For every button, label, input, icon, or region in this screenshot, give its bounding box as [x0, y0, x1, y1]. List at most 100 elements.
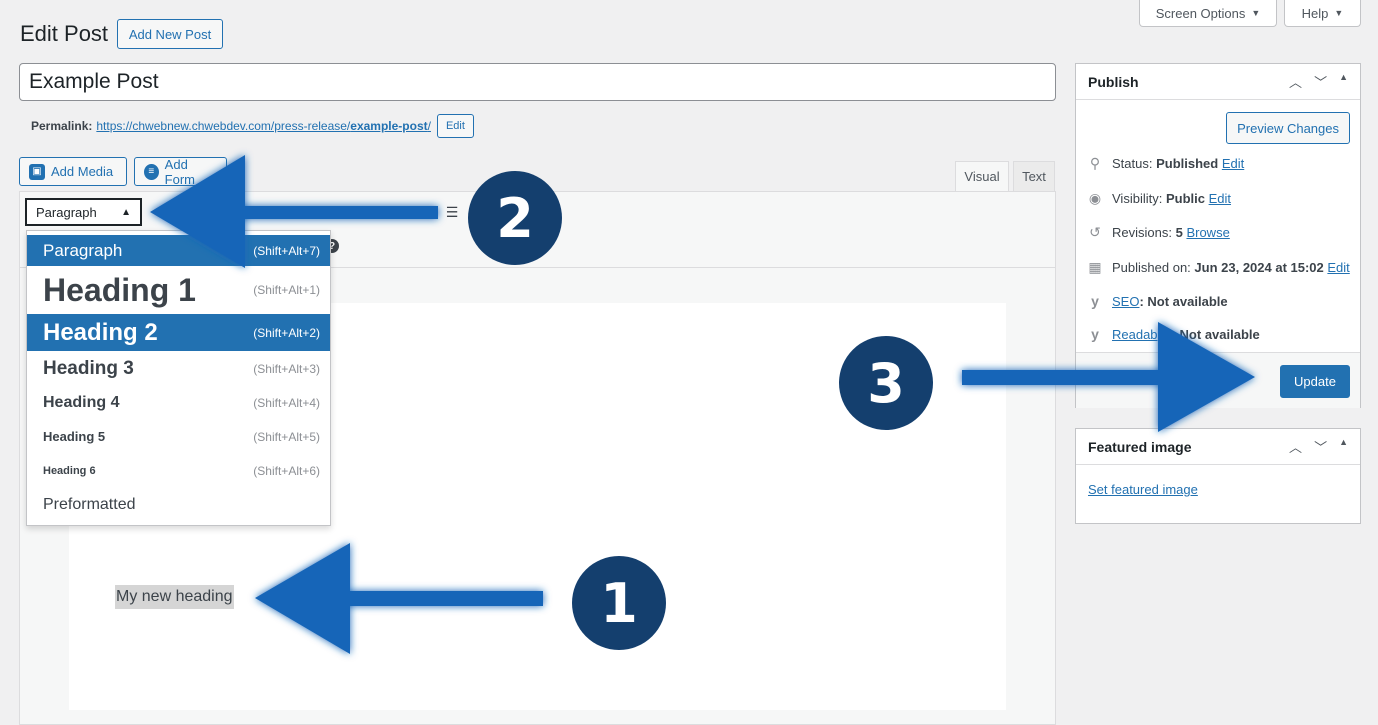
featured-image-header: Featured image ︿ ﹀ ▲ — [1076, 429, 1360, 465]
published-label: Published on: — [1112, 260, 1191, 275]
format-option-shortcut: (Shift+Alt+3) — [253, 361, 320, 376]
caret-up-icon: ▲ — [121, 206, 131, 218]
permalink-label: Permalink: — [31, 119, 93, 133]
format-select[interactable]: Paragraph ▲ — [25, 198, 142, 226]
caret-down-icon: ▼ — [1251, 8, 1261, 18]
visibility-value: Public — [1165, 191, 1205, 206]
media-icon: ▣ — [29, 163, 45, 180]
readability-value: Not available — [1179, 326, 1260, 342]
callout-3: 3 — [839, 336, 933, 430]
seo-value: : Not available — [1139, 293, 1228, 309]
history-icon: ↺ — [1089, 224, 1101, 240]
format-option-shortcut: (Shift+Alt+1) — [253, 283, 320, 297]
revisions-row: ↺ Revisions: 5 Browse — [1086, 224, 1230, 241]
post-title-input[interactable]: Example Post — [19, 63, 1056, 101]
published-on-row: ▦ Published on: Jun 23, 2024 at 15:02 Ed… — [1086, 259, 1350, 276]
format-option-shortcut: (Shift+Alt+5) — [253, 429, 320, 444]
format-option-label: Heading 5 — [43, 429, 106, 444]
yoast-icon: y — [1091, 293, 1099, 309]
format-option-label: Heading 3 — [43, 357, 134, 379]
page-title: Edit Post — [20, 21, 109, 46]
format-option-shortcut: (Shift+Alt+2) — [253, 325, 320, 340]
permalink-edit-button[interactable]: Edit — [436, 114, 474, 138]
format-option-heading-1[interactable]: Heading 1 (Shift+Alt+1) — [27, 267, 330, 313]
status-row: ⚲ Status: Published Edit — [1086, 155, 1244, 172]
arrow-2-icon — [150, 155, 438, 268]
format-option-label: Heading 1 — [43, 271, 196, 308]
callout-2: 2 — [468, 171, 562, 265]
format-option-preformatted[interactable]: Preformatted — [27, 488, 330, 521]
move-up-icon[interactable]: ︿ — [1289, 75, 1303, 90]
status-label: Status: — [1112, 156, 1153, 171]
add-new-post-button[interactable]: Add New Post — [117, 19, 223, 49]
format-option-label: Paragraph — [43, 240, 123, 260]
collapse-toggle-icon[interactable]: ▲ — [1339, 437, 1348, 447]
permalink-link[interactable]: https://chwebnew.chwebdev.com/press-rele… — [96, 119, 431, 133]
format-select-value: Paragraph — [36, 204, 97, 220]
caret-down-icon: ▼ — [1334, 8, 1344, 18]
format-option-label: Heading 4 — [43, 393, 120, 411]
featured-image-title: Featured image — [1088, 438, 1192, 455]
format-option-shortcut: (Shift+Alt+4) — [253, 395, 320, 410]
publish-box: Publish ︿ ﹀ ▲ Preview Changes ⚲ Status: … — [1075, 63, 1361, 408]
status-edit-link[interactable]: Edit — [1221, 156, 1245, 171]
published-value: Jun 23, 2024 at 15:02 — [1194, 260, 1324, 275]
readability-row: y Readab Not available — [1086, 326, 1260, 342]
format-option-label: Preformatted — [43, 495, 136, 513]
preview-changes-button[interactable]: Preview Changes — [1226, 112, 1350, 144]
revisions-label: Revisions: — [1112, 225, 1172, 240]
screen-options-button[interactable]: Screen Options ▼ — [1139, 0, 1277, 27]
format-dropdown: Paragraph (Shift+Alt+7) Heading 1 (Shift… — [26, 230, 331, 526]
add-media-button[interactable]: ▣ Add Media — [19, 157, 127, 186]
visibility-label: Visibility: — [1112, 191, 1163, 206]
permalink-trail: / — [427, 119, 431, 133]
yoast-icon: y — [1091, 326, 1099, 342]
published-edit-link[interactable]: Edit — [1327, 260, 1350, 275]
seo-link[interactable]: SEO — [1112, 293, 1140, 309]
help-button[interactable]: Help ▼ — [1284, 0, 1361, 27]
format-option-heading-5[interactable]: Heading 5 (Shift+Alt+5) — [27, 420, 330, 453]
add-media-label: Add Media — [51, 164, 114, 179]
revisions-browse-link[interactable]: Browse — [1186, 225, 1230, 240]
visibility-edit-link[interactable]: Edit — [1208, 191, 1232, 206]
arrow-3-icon — [962, 322, 1255, 432]
permalink-base: https://chwebnew.chwebdev.com/press-rele… — [96, 119, 351, 133]
calendar-icon: ▦ — [1088, 259, 1102, 275]
format-option-heading-2[interactable]: Heading 2 (Shift+Alt+2) — [27, 314, 330, 351]
callout-1: 1 — [572, 556, 666, 650]
readability-link[interactable]: Readab — [1112, 326, 1158, 342]
format-option-heading-6[interactable]: Heading 6 (Shift+Alt+6) — [27, 454, 330, 487]
tab-text[interactable]: Text — [1013, 161, 1055, 191]
format-option-label: Heading 6 — [43, 464, 96, 477]
move-down-icon[interactable]: ﹀ — [1314, 440, 1328, 455]
pin-icon: ⚲ — [1089, 155, 1101, 171]
arrow-1-icon — [255, 543, 543, 654]
format-option-heading-3[interactable]: Heading 3 (Shift+Alt+3) — [27, 352, 330, 385]
featured-image-box: Featured image ︿ ﹀ ▲ Set featured image — [1075, 428, 1361, 524]
set-featured-image-link[interactable]: Set featured image — [1088, 482, 1198, 497]
publish-box-header: Publish ︿ ﹀ ▲ — [1076, 64, 1360, 100]
move-up-icon[interactable]: ︿ — [1289, 440, 1303, 455]
status-value: Published — [1156, 156, 1219, 171]
visibility-row: ◉ Visibility: Public Edit — [1086, 190, 1231, 207]
tab-visual[interactable]: Visual — [955, 161, 1009, 191]
toolbar-divider — [20, 267, 1055, 268]
format-option-heading-4[interactable]: Heading 4 (Shift+Alt+4) — [27, 386, 330, 419]
add-form-label: Add Form — [164, 157, 196, 186]
form-icon: ≡ — [144, 163, 159, 180]
format-option-label: Heading 2 — [43, 318, 158, 346]
permalink: Permalink: https://chwebnew.chwebdev.com… — [31, 114, 474, 138]
selected-heading-text[interactable]: My new heading — [115, 585, 234, 609]
revisions-value: 5 — [1175, 225, 1183, 240]
update-button[interactable]: Update — [1280, 365, 1350, 398]
format-option-shortcut: (Shift+Alt+7) — [253, 243, 320, 258]
read-more-icon[interactable]: ☰ — [445, 204, 459, 220]
format-option-paragraph[interactable]: Paragraph (Shift+Alt+7) — [27, 235, 330, 266]
permalink-slug: example-post — [350, 119, 428, 133]
seo-row: y SEO: Not available — [1086, 293, 1228, 309]
move-down-icon[interactable]: ﹀ — [1314, 75, 1328, 90]
collapse-toggle-icon[interactable]: ▲ — [1339, 72, 1348, 82]
help-label: Help — [1301, 5, 1329, 21]
format-option-shortcut: (Shift+Alt+6) — [253, 463, 320, 478]
